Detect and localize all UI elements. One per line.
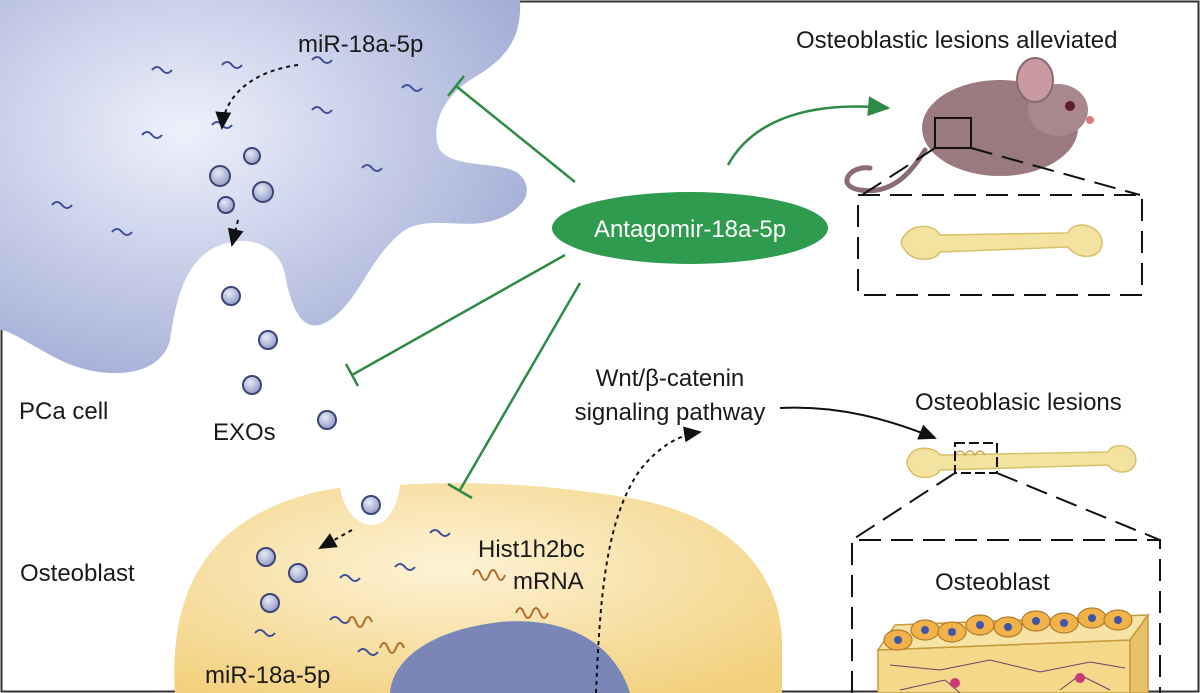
hist-label-line2: mRNA (513, 568, 584, 595)
osteoblasic-lesions-label: Osteoblasic lesions (915, 389, 1122, 416)
treatment-arrow (726, 96, 891, 166)
wnt-dashed-path (595, 426, 702, 693)
wnt-arrow (779, 406, 937, 440)
hist-label-line1: Hist1h2bc (478, 536, 585, 563)
exo-uptake-path (318, 529, 353, 549)
lesion-zoom-box (954, 442, 998, 474)
mouse-illustration (844, 57, 1094, 194)
lesion-zoom-lines (851, 472, 1161, 693)
healthy-bone (900, 224, 1103, 260)
antagomir-label: Antagomir-18a-5p (594, 216, 786, 243)
pca-cell-label: PCa cell (19, 398, 108, 425)
nucleus (390, 621, 630, 693)
mrna-squiggles (347, 569, 549, 654)
lesion-bone (906, 442, 1137, 479)
mouse-zoom-lines (857, 147, 1143, 296)
mirna-squiggles-pca (51, 56, 423, 236)
wnt-label-line1: Wnt/β-catenin (596, 365, 745, 392)
osteoblast-left-label: Osteoblast (20, 560, 135, 587)
inhibition-lines (344, 75, 582, 500)
mirna-squiggles-osteoblast (254, 529, 451, 656)
mouse-zoom-box (934, 117, 972, 149)
mir-bottom-label: miR-18a-5p (205, 662, 330, 689)
exosomes-pca (209, 147, 274, 214)
exosome-entering (361, 495, 381, 515)
antagomir-ellipse (552, 192, 828, 264)
wnt-label-line2: signaling pathway (575, 399, 766, 426)
osteoblast-right-label: Osteoblast (935, 569, 1050, 596)
lesions-alleviated-label: Osteoblastic lesions alleviated (796, 27, 1118, 54)
exosomes-released (221, 286, 337, 430)
mir-top-label: miR-18a-5p (298, 31, 423, 58)
exosomes-osteoblast (256, 547, 308, 613)
exos-label: EXOs (213, 419, 276, 446)
osteoblast-tissue (876, 607, 1150, 693)
